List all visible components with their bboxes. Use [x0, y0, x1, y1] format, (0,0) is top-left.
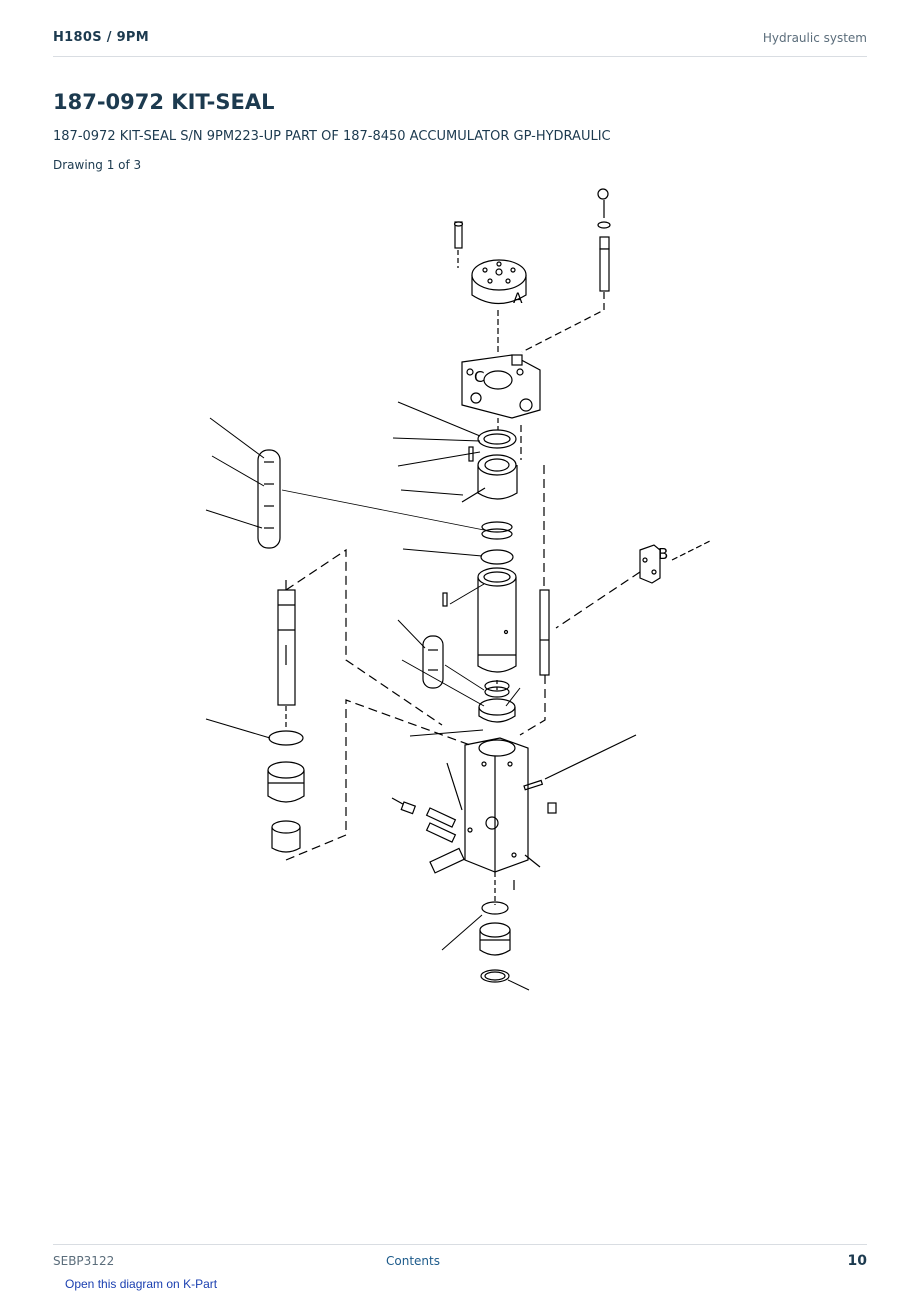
callout-letter-a: A	[513, 291, 523, 307]
document-id: SEBP3122	[53, 1254, 115, 1268]
valve-b	[639, 544, 661, 584]
callout-letter-b: B	[658, 545, 668, 563]
open-kpart-link[interactable]: Open this diagram on K-Part	[65, 1277, 218, 1291]
drawing-counter: Drawing 1 of 3	[53, 158, 142, 172]
page-subtitle: 187-0972 KIT-SEAL S/N 9PM223-UP PART OF …	[53, 129, 611, 144]
section-label: Hydraulic system	[762, 31, 867, 45]
callout-letter-c: C	[474, 368, 484, 386]
detail-inset-2	[422, 635, 444, 689]
contents-link[interactable]: Contents	[386, 1254, 440, 1268]
main-block	[464, 737, 529, 873]
retainer	[477, 454, 518, 500]
exploded-parts-diagram: A C	[205, 188, 713, 991]
leader-lines	[205, 401, 530, 991]
page-number: 10	[847, 1253, 867, 1269]
model-label: H180S / 9PM	[53, 30, 149, 45]
rod-right	[539, 589, 550, 676]
top-bolt	[453, 221, 464, 249]
cap-a	[471, 259, 527, 305]
detail-inset-1	[257, 449, 281, 549]
page-footer: SEBP3122 Contents 10	[53, 1244, 867, 1275]
top-right-stem	[597, 188, 611, 292]
page-title: 187-0972 KIT-SEAL	[53, 90, 275, 114]
page-header: H180S / 9PM Hydraulic system	[53, 28, 867, 57]
left-piston	[267, 589, 305, 853]
body-c	[461, 354, 541, 419]
cylinder	[477, 567, 517, 673]
